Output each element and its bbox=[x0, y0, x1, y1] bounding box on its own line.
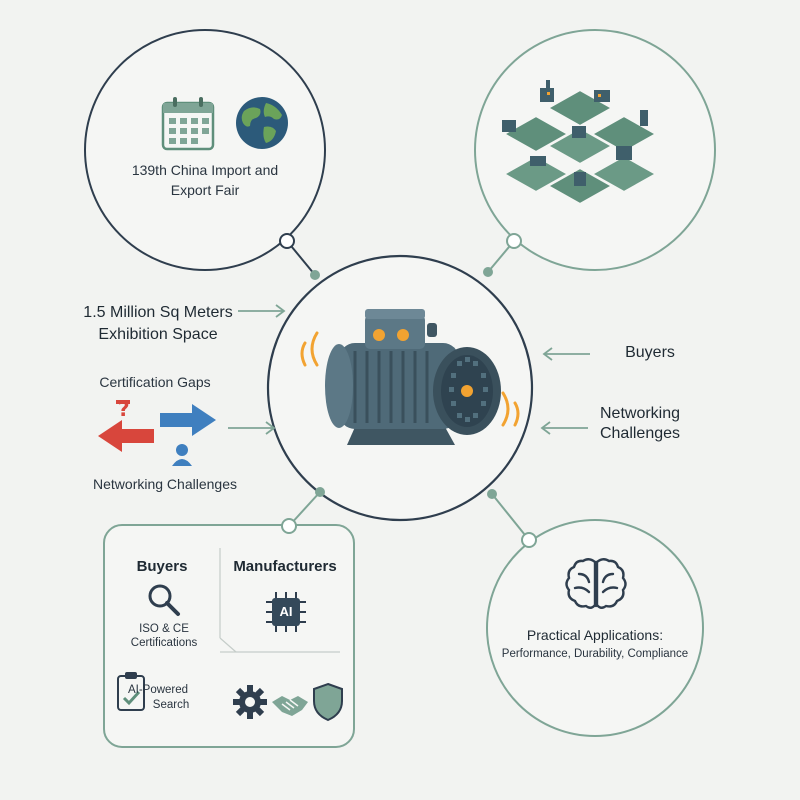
globe-icon bbox=[236, 97, 288, 149]
connector-node bbox=[279, 233, 295, 249]
fair-name-line2: Export Fair bbox=[170, 182, 240, 198]
iso-ce-line1: ISO & CE bbox=[139, 623, 189, 635]
arrow-certification bbox=[228, 421, 276, 435]
connector-dot bbox=[483, 267, 493, 277]
clipboard-check-icon bbox=[117, 672, 145, 711]
networking-challenges-label-left: Networking Challenges bbox=[93, 476, 237, 492]
magnifier-icon bbox=[148, 584, 180, 616]
exhibition-space-line2: Exhibition Space bbox=[98, 326, 218, 343]
connector-dot bbox=[487, 489, 497, 499]
brain-icon bbox=[565, 558, 627, 609]
applications-subtitle: Performance, Durability, Compliance bbox=[501, 648, 689, 660]
applications-title: Practical Applications: bbox=[526, 627, 664, 643]
electric-motor-icon bbox=[300, 309, 520, 445]
networking-label-line1: Networking bbox=[599, 405, 681, 422]
fair-name-line1: 139th China Import and bbox=[131, 162, 279, 178]
connector-node bbox=[506, 233, 522, 249]
connector-line bbox=[491, 493, 530, 541]
arrow-space bbox=[238, 304, 286, 318]
panel-buyers-title: Buyers bbox=[136, 558, 188, 575]
gear-icon bbox=[233, 685, 267, 719]
buyers-label-right: Buyers bbox=[625, 344, 675, 361]
panel-divider bbox=[219, 637, 237, 653]
certification-gaps-label: Certification Gaps bbox=[99, 374, 211, 390]
ai-search-line1: AI-Powered bbox=[127, 684, 189, 696]
iso-ce-line2: Certifications bbox=[130, 637, 198, 649]
shield-icon bbox=[313, 682, 343, 722]
panel-manufacturers-title: Manufacturers bbox=[233, 558, 337, 575]
networking-label-line2: Challenges bbox=[599, 425, 681, 442]
ai-chip-icon: AI bbox=[264, 590, 308, 634]
svg-text:?: ? bbox=[118, 398, 130, 421]
exhibition-space-line1: 1.5 Million Sq Meters bbox=[83, 304, 233, 321]
arrow-networking bbox=[540, 421, 588, 435]
stakeholder-panel bbox=[103, 524, 355, 748]
isometric-factory-grid-icon bbox=[501, 80, 659, 206]
connector-node bbox=[281, 518, 297, 534]
arrow-buyers bbox=[542, 347, 590, 361]
calendar-icon bbox=[161, 97, 215, 151]
opposing-arrows-question-icon: ? bbox=[98, 398, 216, 466]
connector-dot bbox=[315, 487, 325, 497]
connector-node bbox=[521, 532, 537, 548]
ai-search-line2: Search bbox=[152, 699, 190, 711]
applications-circle bbox=[486, 519, 704, 737]
handshake-icon bbox=[272, 696, 308, 716]
connector-dot bbox=[310, 270, 320, 280]
ai-chip-label: AI bbox=[279, 604, 293, 619]
